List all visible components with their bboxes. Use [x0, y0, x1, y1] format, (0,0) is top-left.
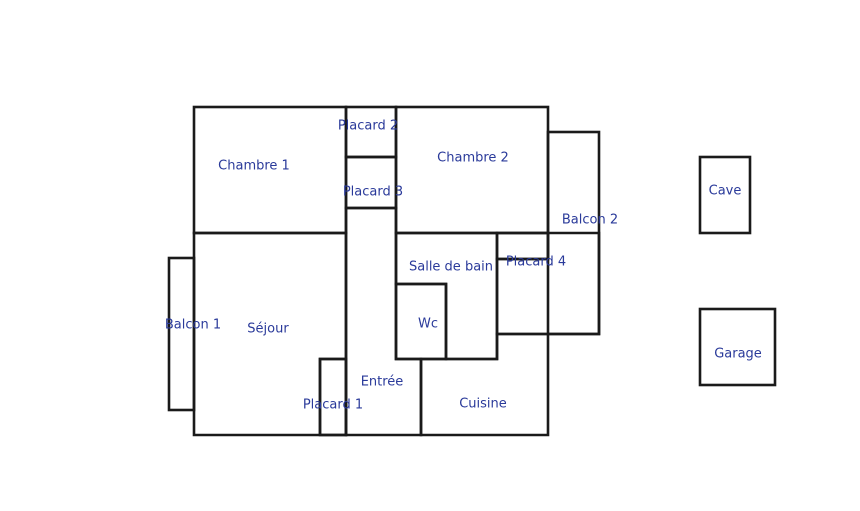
room-placard-4-extension	[495, 231, 601, 336]
label-balcon-1: Balcon 1	[165, 318, 221, 333]
label-balcon-2: Balcon 2	[562, 213, 618, 228]
label-chambre-1: Chambre 1	[218, 159, 290, 174]
label-placard-1: Placard 1	[303, 398, 363, 413]
label-chambre-2: Chambre 2	[437, 151, 509, 166]
label-cave: Cave	[709, 184, 742, 199]
label-placard-3: Placard 3	[343, 185, 403, 200]
label-placard-2: Placard 2	[338, 119, 398, 134]
room-cave	[698, 155, 752, 235]
room-balcon-1	[167, 256, 196, 412]
label-placard-4: Placard 4	[506, 255, 566, 270]
label-entree: Entrée	[361, 375, 404, 390]
room-chambre-2	[394, 105, 550, 235]
label-salle-de-bain: Salle de bain	[409, 260, 493, 275]
label-cuisine: Cuisine	[459, 397, 507, 412]
room-placard-3	[344, 155, 398, 210]
label-sejour: Séjour	[247, 322, 289, 337]
room-garage	[698, 307, 777, 387]
label-wc: Wc	[418, 317, 438, 332]
label-garage: Garage	[714, 347, 762, 362]
room-cuisine	[419, 332, 550, 437]
